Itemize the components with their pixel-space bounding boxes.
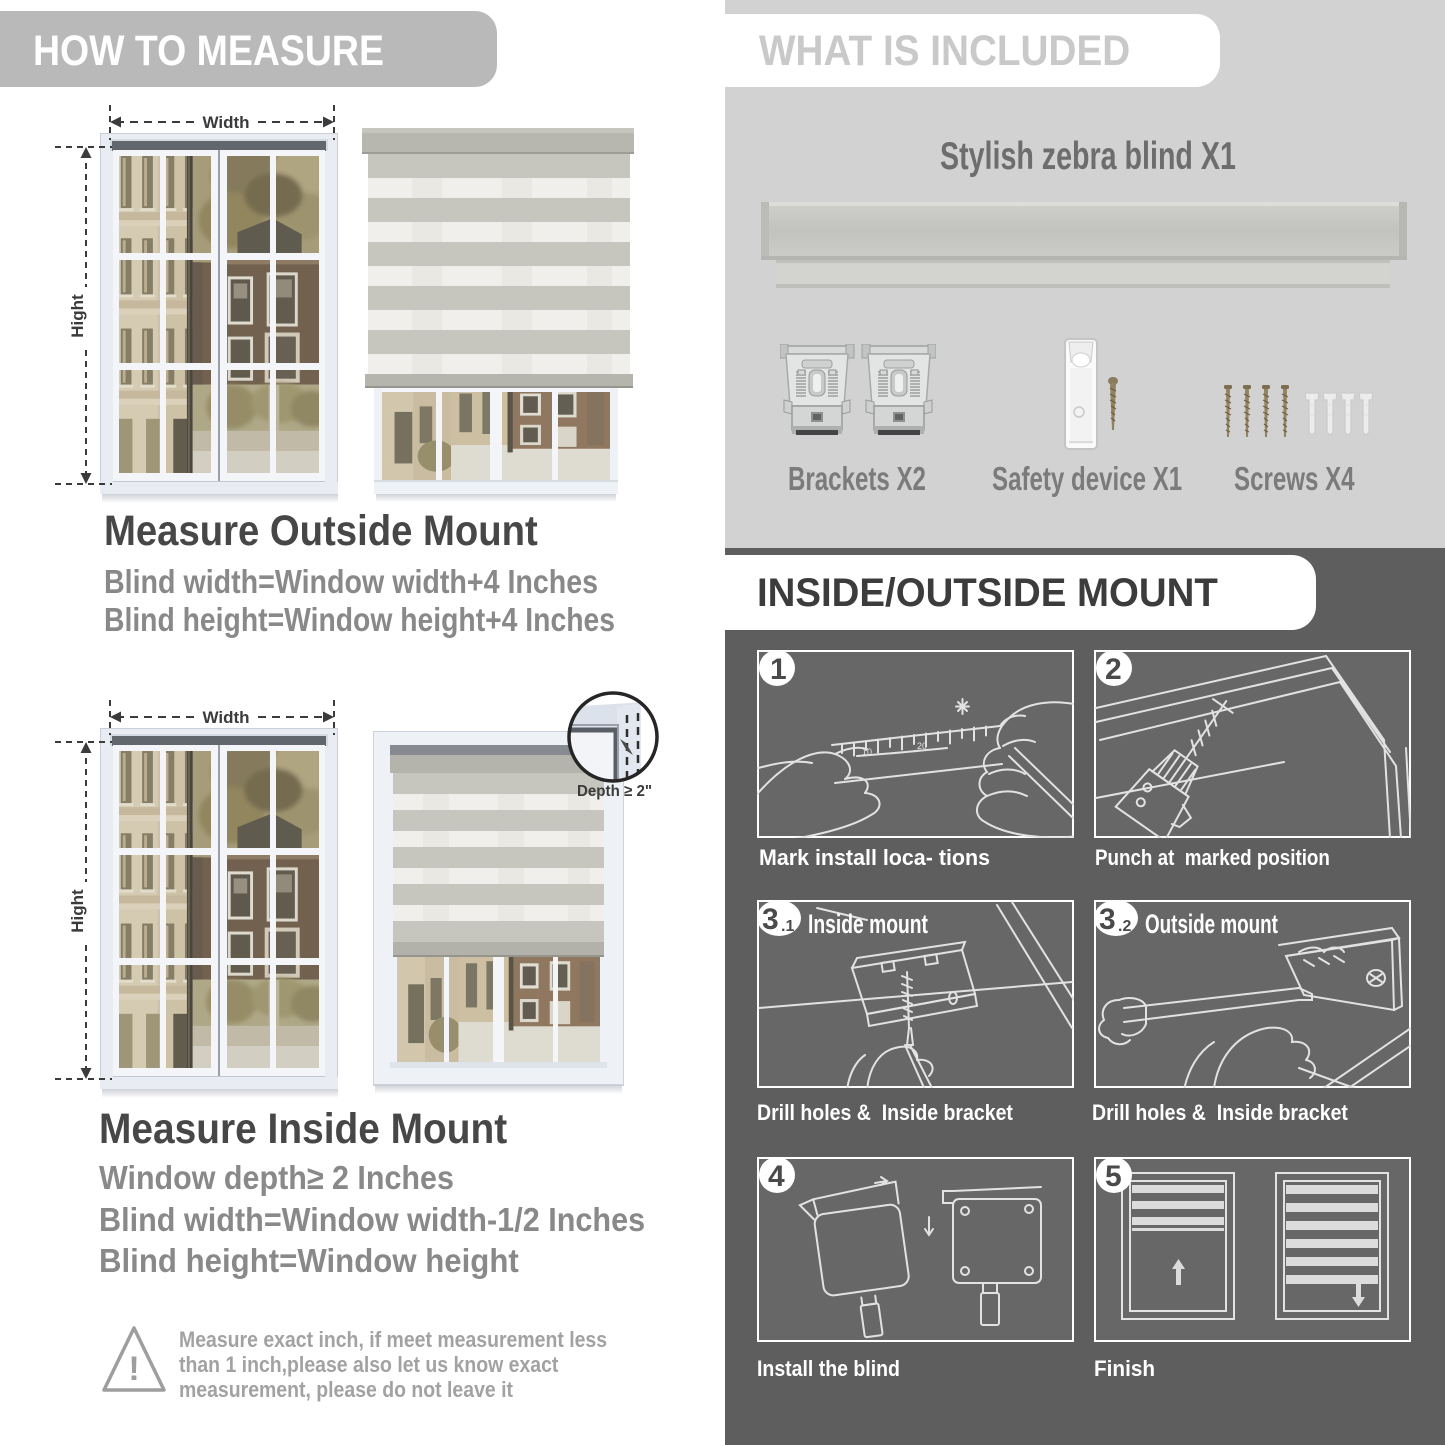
- svg-text:20: 20: [917, 741, 927, 751]
- svg-text:5: 5: [1105, 1160, 1122, 1193]
- svg-text:10: 10: [862, 747, 872, 757]
- svg-text:Width: Width: [202, 708, 249, 727]
- svg-text:2: 2: [1105, 653, 1122, 686]
- svg-text:1: 1: [770, 653, 787, 686]
- svg-text:Hight: Hight: [68, 889, 87, 933]
- svg-text:Width: Width: [202, 113, 249, 132]
- svg-text:4: 4: [768, 1160, 785, 1193]
- svg-text:3: 3: [762, 903, 779, 936]
- svg-text:3: 3: [1099, 903, 1116, 936]
- svg-text:.1: .1: [781, 918, 794, 935]
- svg-text:.2: .2: [1118, 918, 1131, 935]
- svg-text:Hight: Hight: [68, 294, 87, 338]
- svg-text:!: !: [128, 1350, 139, 1388]
